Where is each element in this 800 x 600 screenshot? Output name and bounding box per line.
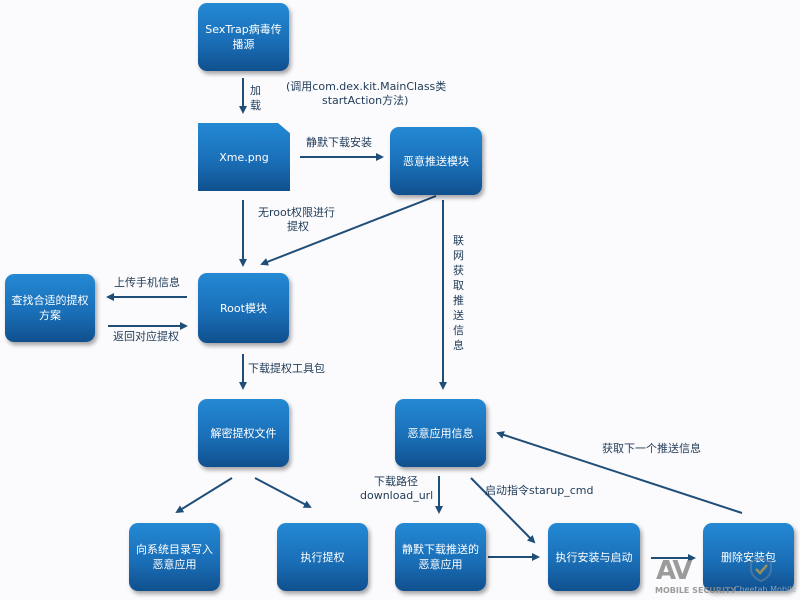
node-push-module: 恶意推送模块: [390, 127, 482, 195]
node-label: Root模块: [220, 301, 267, 315]
node-root-module: Root模块: [198, 273, 289, 343]
node-decrypt-file: 解密提权文件: [198, 399, 289, 467]
arrow-decrypt-to-exec: [254, 477, 312, 508]
node-find-exploit: 查找合适的提权方案: [5, 274, 95, 342]
edge-label-no-root-2: 提权: [287, 220, 309, 233]
node-label: 恶意推送模块: [403, 154, 469, 168]
arrow-push-to-root: [260, 195, 437, 266]
node-label: SexTrap病毒传播源: [205, 23, 282, 51]
edge-note-load-2: startAction方法): [322, 94, 409, 107]
node-label: 解密提权文件: [210, 426, 277, 440]
edge-label-return-exploit: 返回对应提权: [113, 330, 179, 343]
edge-label-load: 加载: [250, 84, 261, 112]
edge-label-silent-install: 静默下载安装: [306, 136, 372, 149]
edge-note-load-1: (调用com.dex.kit.MainClass类: [286, 80, 447, 93]
node-label: 恶意应用信息: [407, 426, 474, 440]
edge-label-download-toolkit: 下载提权工具包: [248, 362, 325, 375]
edge-label-network-fetch: 联网获取推送信息: [453, 234, 464, 352]
cheetah-shield-check-icon: [750, 556, 772, 582]
node-execute-root: 执行提权: [277, 523, 368, 591]
node-label: 执行安装与启动: [555, 550, 633, 564]
edge-label-download-path-1: 下载路径: [374, 475, 418, 488]
edge-label-launch-cmd: 启动指令starup_cmd: [485, 484, 594, 497]
node-install-launch: 执行安装与启动: [548, 523, 640, 591]
av-logo-watermark: AV: [656, 556, 693, 586]
node-label: 静默下载推送的恶意应用: [402, 543, 479, 571]
arrow-delete-to-info: [496, 431, 743, 514]
node-sextrap-source: SexTrap病毒传播源: [198, 3, 289, 71]
node-write-system-dir: 向系统目录写入恶意应用: [129, 523, 220, 591]
node-label: 向系统目录写入恶意应用: [136, 543, 213, 571]
arrow-info-to-install: [470, 477, 536, 544]
node-label: Xme.png: [219, 150, 269, 164]
arrow-decrypt-to-write: [175, 477, 233, 514]
edge-label-upload-info: 上传手机信息: [114, 276, 180, 289]
node-label: 删除安装包: [721, 550, 776, 564]
node-malicious-app-info: 恶意应用信息: [395, 399, 486, 467]
edge-label-download-path-2: download_url: [360, 489, 434, 502]
cheetah-mobile-watermark: Cheetah Mobile: [734, 585, 797, 594]
node-delete-package: 删除安装包: [703, 523, 794, 591]
node-label: 查找合适的提权方案: [11, 294, 89, 322]
node-label: 执行提权: [300, 550, 345, 564]
node-xme-png: Xme.png: [198, 123, 290, 191]
node-silent-download: 静默下载推送的恶意应用: [395, 523, 486, 591]
edge-label-no-root-1: 无root权限进行: [258, 206, 336, 219]
edge-label-next-push: 获取下一个推送信息: [602, 442, 701, 455]
av-mobile-security-watermark: MOBILE SECURITY: [655, 586, 737, 595]
